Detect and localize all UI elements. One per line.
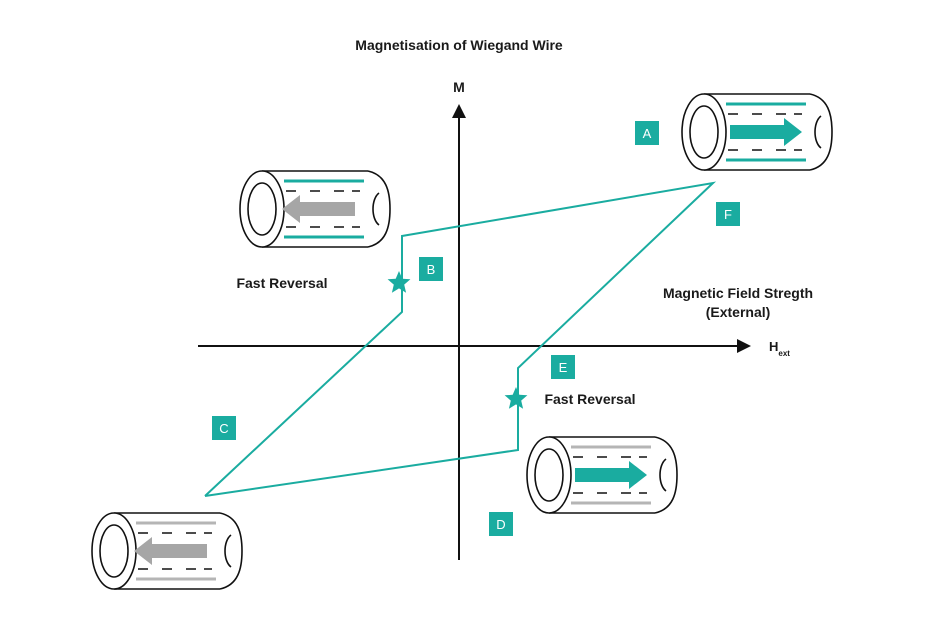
svg-text:F: F <box>724 207 732 222</box>
point-label-b: B <box>419 257 443 281</box>
diagram-title: Magnetisation of Wiegand Wire <box>355 37 563 53</box>
svg-text:D: D <box>496 517 505 532</box>
point-label-d: D <box>489 512 513 536</box>
hysteresis-loop <box>204 181 717 497</box>
star-icon <box>387 271 411 293</box>
wire-arrow-left-icon <box>239 170 391 248</box>
point-label-c: C <box>212 416 236 440</box>
point-label-e: E <box>551 355 575 379</box>
y-axis-arrow-icon <box>452 104 466 118</box>
wire-arrow-right-icon <box>526 436 678 514</box>
svg-text:E: E <box>559 360 568 375</box>
axes <box>198 104 751 560</box>
x-axis-label: Hext <box>769 339 790 358</box>
fast-reversal-label-left: Fast Reversal <box>236 275 327 291</box>
x-axis-description-line1: Magnetic Field Stregth <box>663 285 813 301</box>
wire-arrow-left-icon <box>91 512 243 590</box>
fast-reversal-label-right: Fast Reversal <box>544 391 635 407</box>
y-axis-label: M <box>453 79 465 95</box>
star-icon <box>504 387 528 409</box>
point-label-f: F <box>716 202 740 226</box>
svg-text:A: A <box>643 126 652 141</box>
wire-arrow-right-icon <box>681 93 833 171</box>
svg-text:C: C <box>219 421 228 436</box>
svg-text:B: B <box>427 262 436 277</box>
point-label-a: A <box>635 121 659 145</box>
x-axis-arrow-icon <box>737 339 751 353</box>
x-axis-description-line2: (External) <box>706 304 771 320</box>
